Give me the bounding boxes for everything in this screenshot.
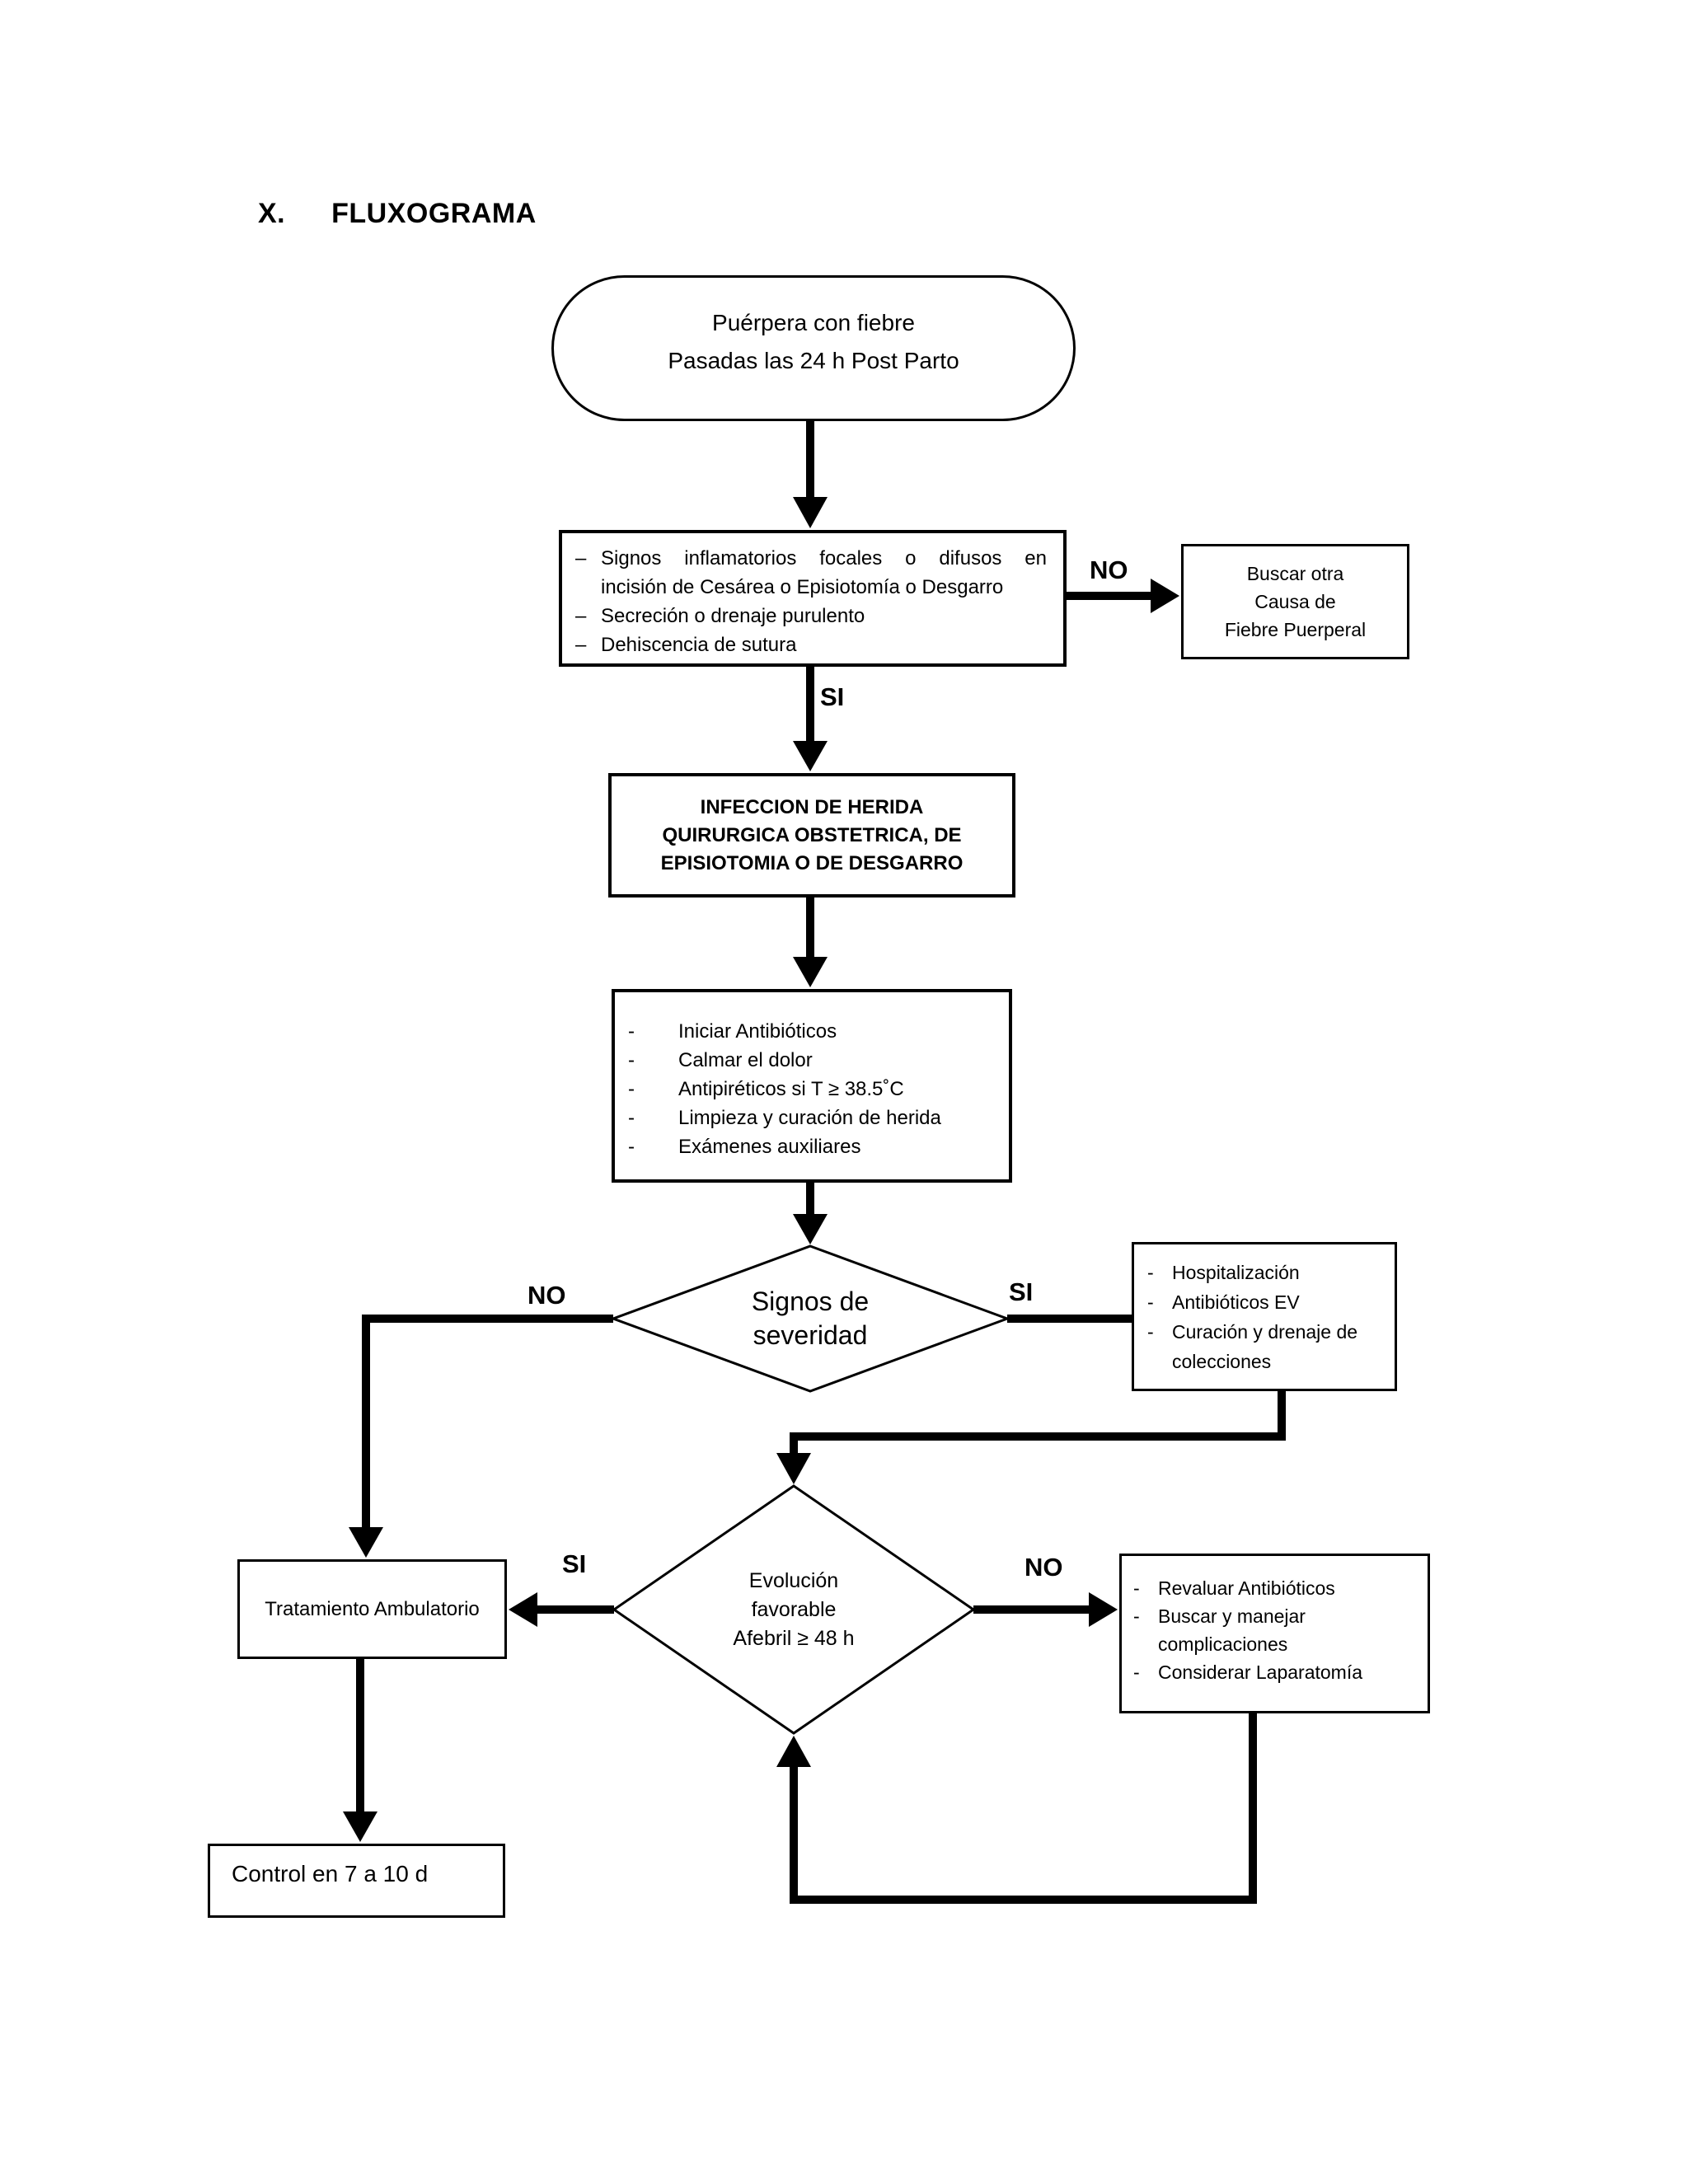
treatment-item: - Calmar el dolor xyxy=(628,1046,1001,1075)
bullet-dash: - xyxy=(628,1136,635,1158)
bullet-dash: - xyxy=(628,1020,635,1043)
reevaluate-item: - Buscar y manejar complicaciones xyxy=(1133,1602,1423,1658)
evolution-diamond: Evolución favorable Afebril ≥ 48 h xyxy=(614,1486,973,1733)
label-criteria-no: NO xyxy=(1090,555,1128,584)
reevaluate-item-1-text: Revaluar Antibióticos xyxy=(1158,1577,1335,1599)
criteria-item-1: – Signos inflamatorios focales o difusos… xyxy=(575,544,1047,602)
arrowhead-start-to-criteria xyxy=(793,497,828,528)
diagnosis-line2: QUIRURGICA OBSTETRICA, DE xyxy=(662,823,962,846)
bullet-dash: - xyxy=(1147,1262,1154,1283)
label-evolution-no: NO xyxy=(1025,1553,1063,1582)
reevaluate-item-2-line1: Buscar y manejar xyxy=(1158,1605,1306,1627)
diagnosis-line3: EPISIOTOMIA O DE DESGARRO xyxy=(660,851,964,874)
arrow-hospital-to-evolution xyxy=(790,1391,1286,1453)
diagnosis-box: INFECCION DE HERIDA QUIRURGICA OBSTETRIC… xyxy=(608,773,1015,898)
bullet-dash: - xyxy=(628,1049,635,1071)
start-node-puerpera-con-fiebre: Puérpera con fiebre Pasadas las 24 h Pos… xyxy=(551,275,1076,421)
arrowhead-to-severity xyxy=(793,1214,828,1244)
reevaluate-box: - Revaluar Antibióticos - Buscar y manej… xyxy=(1119,1554,1430,1713)
hospital-item: - Curación y drenaje de colecciones xyxy=(1147,1317,1388,1376)
evolution-diamond-shape xyxy=(612,1484,976,1735)
arrowhead-loop-to-evolution xyxy=(776,1736,811,1767)
page-title-text: FLUXOGRAMA xyxy=(331,198,537,229)
hospital-item-1-text: Hospitalización xyxy=(1172,1262,1300,1283)
loop-reevaluate-to-evolution xyxy=(790,1713,1257,1904)
control-text: Control en 7 a 10 d xyxy=(232,1861,429,1886)
severity-line1: Signos de xyxy=(751,1286,870,1316)
arrowhead-criteria-si xyxy=(793,741,828,771)
criteria-item-1-line1: Signos inflamatorios focales o difusos e… xyxy=(601,547,1047,569)
label-severity-no: NO xyxy=(528,1281,566,1310)
label-evolution-si: SI xyxy=(562,1549,587,1578)
hospital-item-3-line1: Curación y drenaje de xyxy=(1172,1321,1358,1343)
arrowhead-evolution-si xyxy=(509,1592,537,1627)
reevaluate-item-2-line2: complicaciones xyxy=(1158,1633,1288,1655)
arrowhead-criteria-no xyxy=(1151,579,1179,613)
arrowhead-to-control xyxy=(343,1811,377,1842)
reevaluate-item: - Revaluar Antibióticos xyxy=(1133,1574,1423,1602)
label-severity-si: SI xyxy=(1009,1277,1034,1306)
arrowhead-to-evolution xyxy=(776,1453,811,1484)
criteria-box: – Signos inflamatorios focales o difusos… xyxy=(559,530,1067,667)
arrowhead-severity-no xyxy=(349,1527,383,1558)
criteria-item-3: – Dehiscencia de sutura xyxy=(575,630,1047,659)
start-node-line1: Puérpera con fiebre xyxy=(712,309,915,335)
evolution-line1: Evolución xyxy=(748,1568,839,1592)
treatment-item-3-text: Antipiréticos si T ≥ 38.5˚C xyxy=(678,1078,904,1100)
hospital-item-2-text: Antibióticos EV xyxy=(1172,1291,1300,1313)
treatment-item-5-text: Exámenes auxiliares xyxy=(678,1136,861,1158)
page-title: X. FLUXOGRAMA xyxy=(258,198,537,230)
bullet-dash: - xyxy=(1147,1291,1154,1313)
bullet-dash: – xyxy=(575,605,587,627)
severity-diamond-shape xyxy=(609,1244,1011,1393)
reevaluate-item-3-text: Considerar Laparatomía xyxy=(1158,1661,1363,1683)
severity-line2: severidad xyxy=(753,1320,868,1350)
hospitalization-box: - Hospitalización - Antibióticos EV - Cu… xyxy=(1132,1242,1397,1391)
arrowhead-evolution-no xyxy=(1089,1592,1118,1627)
page-title-number: X. xyxy=(258,198,286,229)
severity-diamond: Signos de severidad xyxy=(613,1246,1007,1391)
treatment-item: - Iniciar Antibióticos xyxy=(628,1017,1001,1046)
other-cause-line2: Causa de xyxy=(1254,591,1336,612)
criteria-item-2: – Secreción o drenaje purulento xyxy=(575,602,1047,630)
other-cause-box: Buscar otra Causa de Fiebre Puerperal xyxy=(1181,544,1409,659)
criteria-item-2-text: Secreción o drenaje purulento xyxy=(601,605,865,627)
other-cause-line3: Fiebre Puerperal xyxy=(1224,619,1367,640)
treatment-item: - Limpieza y curación de herida xyxy=(628,1104,1001,1132)
bullet-dash: - xyxy=(628,1078,635,1100)
treatment-item-4-text: Limpieza y curación de herida xyxy=(678,1107,941,1129)
treatment-item-2-text: Calmar el dolor xyxy=(678,1049,813,1071)
bullet-dash: – xyxy=(575,634,587,656)
arrowhead-to-treatment xyxy=(793,957,828,987)
bullet-dash: - xyxy=(1133,1577,1140,1599)
bullet-dash: - xyxy=(1133,1605,1140,1627)
reevaluate-item: - Considerar Laparatomía xyxy=(1133,1658,1423,1686)
ambulatory-treatment-text: Tratamiento Ambulatorio xyxy=(265,1597,480,1620)
treatment-box: - Iniciar Antibióticos - Calmar el dolor… xyxy=(612,989,1012,1183)
label-criteria-si: SI xyxy=(820,682,845,711)
other-cause-line1: Buscar otra xyxy=(1246,563,1344,584)
bullet-dash: - xyxy=(1147,1321,1154,1343)
treatment-item: - Antipiréticos si T ≥ 38.5˚C xyxy=(628,1075,1001,1104)
ambulatory-treatment-box: Tratamiento Ambulatorio xyxy=(237,1559,507,1659)
evolution-line2: favorable xyxy=(751,1597,837,1621)
criteria-item-1-line2: incisión de Cesárea o Episiotomía o Desg… xyxy=(601,576,1004,598)
bullet-dash: - xyxy=(628,1107,635,1129)
arrow-severity-no-path xyxy=(362,1315,613,1530)
bullet-dash: – xyxy=(575,547,587,569)
evolution-line3: Afebril ≥ 48 h xyxy=(733,1626,855,1650)
treatment-item-1-text: Iniciar Antibióticos xyxy=(678,1020,837,1043)
treatment-item: - Exámenes auxiliares xyxy=(628,1132,1001,1161)
control-box: Control en 7 a 10 d xyxy=(208,1844,505,1918)
hospital-item: - Antibióticos EV xyxy=(1147,1287,1388,1317)
hospital-item: - Hospitalización xyxy=(1147,1258,1388,1287)
start-node-line2: Pasadas las 24 h Post Parto xyxy=(668,347,959,373)
diagnosis-line1: INFECCION DE HERIDA xyxy=(700,795,924,818)
hospital-item-3-line2: colecciones xyxy=(1172,1351,1272,1372)
criteria-item-3-text: Dehiscencia de sutura xyxy=(601,634,797,656)
bullet-dash: - xyxy=(1133,1661,1140,1683)
